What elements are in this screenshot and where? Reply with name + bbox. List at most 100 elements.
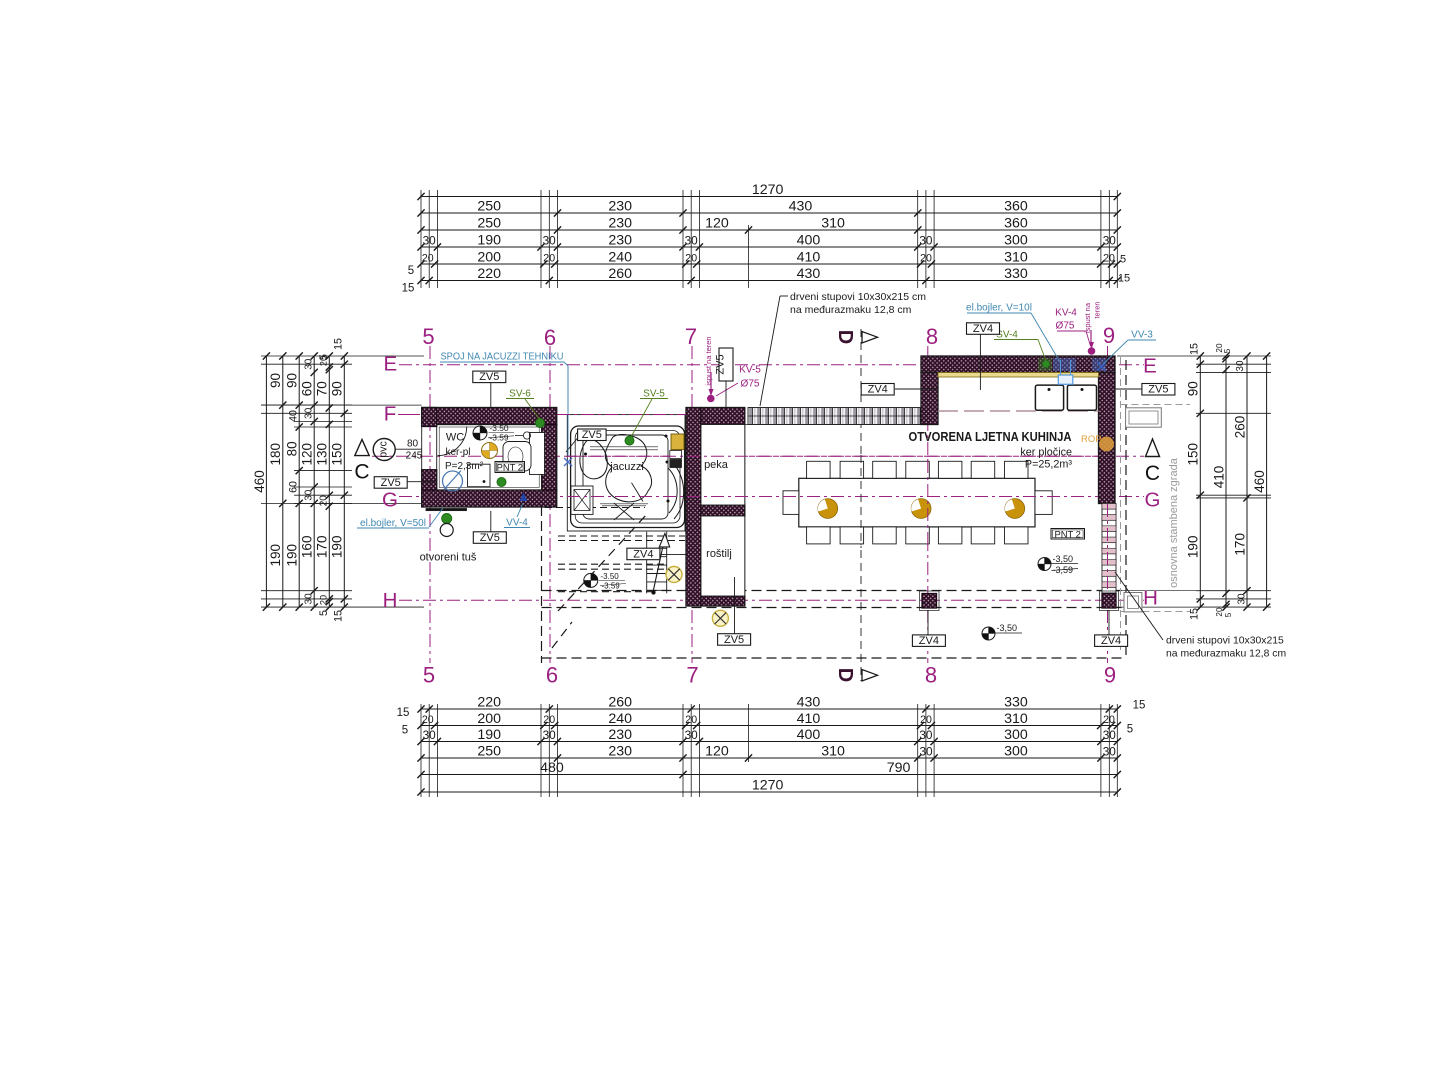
svg-text:160: 160 (300, 536, 315, 559)
svg-text:5: 5 (402, 725, 408, 737)
svg-text:30: 30 (304, 358, 315, 370)
svg-text:9: 9 (1103, 323, 1115, 348)
svg-text:360: 360 (1004, 215, 1028, 231)
svg-text:5: 5 (1120, 254, 1126, 266)
svg-text:410: 410 (797, 711, 821, 727)
svg-text:KV-4: KV-4 (1055, 308, 1077, 319)
svg-text:D: D (834, 668, 856, 682)
svg-text:30: 30 (304, 407, 315, 419)
svg-text:330: 330 (1004, 266, 1028, 282)
svg-text:ZV4: ZV4 (868, 384, 888, 396)
svg-text:80: 80 (285, 441, 300, 456)
svg-text:teren: teren (1093, 301, 1102, 318)
svg-text:1270: 1270 (752, 777, 784, 793)
svg-text:20: 20 (1215, 607, 1224, 617)
svg-text:310: 310 (1004, 711, 1028, 727)
svg-text:460: 460 (1252, 470, 1267, 493)
svg-text:SV-4: SV-4 (996, 330, 1018, 341)
svg-text:KV-5: KV-5 (739, 365, 761, 376)
svg-text:20: 20 (319, 356, 329, 366)
svg-text:460: 460 (252, 470, 267, 493)
svg-text:150: 150 (330, 443, 345, 466)
svg-text:40: 40 (288, 410, 300, 422)
svg-text:310: 310 (821, 743, 845, 759)
svg-text:120: 120 (705, 215, 729, 231)
svg-text:drveni stupovi 10x30x215 cm: drveni stupovi 10x30x215 cm (790, 291, 926, 303)
svg-text:430: 430 (789, 198, 813, 214)
svg-text:PNT 2: PNT 2 (1054, 528, 1080, 539)
svg-text:ZV5: ZV5 (724, 634, 744, 646)
svg-text:310: 310 (821, 215, 845, 231)
svg-text:790: 790 (887, 760, 911, 776)
svg-text:5: 5 (423, 663, 435, 688)
svg-text:ZV5: ZV5 (479, 371, 499, 383)
svg-text:15: 15 (1188, 608, 1200, 620)
svg-text:15: 15 (1133, 700, 1146, 712)
svg-text:170: 170 (315, 536, 330, 559)
svg-text:ZV5: ZV5 (381, 477, 401, 489)
svg-text:ZV5: ZV5 (715, 354, 727, 374)
svg-text:90: 90 (268, 373, 283, 388)
svg-text:130: 130 (315, 443, 330, 466)
svg-text:250: 250 (477, 215, 501, 231)
svg-text:ker pločice: ker pločice (1020, 447, 1072, 459)
svg-text:el.bojler, V=10l: el.bojler, V=10l (966, 303, 1032, 314)
svg-text:8: 8 (926, 324, 938, 349)
svg-text:6: 6 (546, 663, 558, 688)
svg-text:15: 15 (333, 610, 345, 622)
svg-text:otvoreni tuš: otvoreni tuš (420, 552, 477, 564)
svg-text:15: 15 (1118, 273, 1130, 285)
svg-text:F: F (384, 403, 397, 426)
svg-text:260: 260 (608, 266, 632, 282)
svg-text:180: 180 (268, 443, 283, 466)
svg-text:5: 5 (1224, 612, 1233, 617)
svg-text:120: 120 (300, 443, 315, 466)
svg-text:230: 230 (608, 232, 632, 248)
svg-text:20: 20 (1215, 343, 1224, 353)
svg-text:15: 15 (402, 283, 415, 295)
svg-text:el.bojler, V=50l: el.bojler, V=50l (360, 518, 426, 529)
svg-text:60: 60 (300, 381, 315, 396)
svg-text:240: 240 (608, 249, 632, 265)
svg-text:VV-3: VV-3 (1131, 330, 1153, 341)
svg-text:SV-6: SV-6 (509, 389, 531, 400)
svg-text:30: 30 (1236, 593, 1247, 605)
svg-text:-3.59: -3.59 (602, 582, 621, 591)
svg-text:H: H (383, 589, 398, 612)
svg-text:E: E (383, 353, 397, 376)
svg-text:-3.50: -3.50 (601, 572, 620, 581)
svg-text:SV-5: SV-5 (643, 389, 665, 400)
svg-text:120: 120 (705, 743, 729, 759)
svg-text:15: 15 (397, 707, 410, 719)
svg-text:5: 5 (408, 265, 414, 277)
svg-text:VV-4: VV-4 (506, 518, 528, 529)
svg-text:30: 30 (304, 593, 315, 605)
svg-text:20: 20 (319, 495, 330, 507)
svg-text:20: 20 (422, 252, 434, 264)
svg-text:ZV4: ZV4 (633, 548, 653, 560)
svg-text:250: 250 (477, 198, 501, 214)
svg-text:ZV5: ZV5 (480, 532, 500, 544)
svg-text:20: 20 (422, 714, 434, 726)
svg-text:E: E (1143, 355, 1157, 378)
svg-text:330: 330 (1004, 694, 1028, 710)
svg-text:190: 190 (330, 536, 345, 559)
svg-text:roštilj: roštilj (706, 548, 732, 560)
svg-text:250: 250 (477, 743, 501, 759)
svg-text:pvc: pvc (378, 441, 390, 458)
svg-text:190: 190 (477, 232, 501, 248)
svg-text:60: 60 (288, 481, 300, 493)
svg-text:260: 260 (1232, 416, 1247, 439)
svg-text:5: 5 (318, 354, 330, 360)
svg-text:230: 230 (608, 727, 632, 743)
svg-text:300: 300 (1004, 743, 1028, 759)
svg-text:90: 90 (1186, 381, 1201, 396)
svg-text:20: 20 (319, 595, 329, 605)
svg-text:430: 430 (797, 694, 821, 710)
svg-text:P=2,3m²: P=2,3m² (445, 461, 484, 472)
svg-text:480: 480 (540, 760, 564, 776)
svg-text:5: 5 (422, 324, 434, 349)
svg-text:osnovna stambena zgrada: osnovna stambena zgrada (1168, 457, 1180, 588)
svg-text:220: 220 (477, 694, 501, 710)
svg-text:ZV4: ZV4 (919, 635, 939, 647)
